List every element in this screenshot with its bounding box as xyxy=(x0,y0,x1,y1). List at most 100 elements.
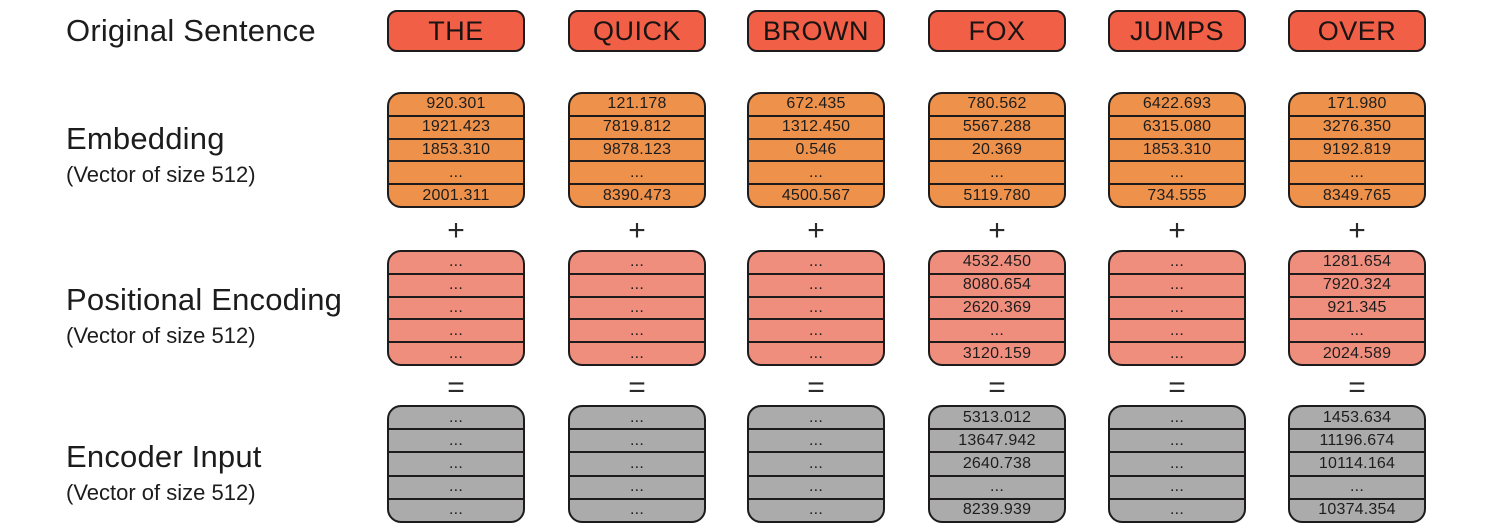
vector-cell: ... xyxy=(930,320,1064,344)
vector-cell: 6315.080 xyxy=(1110,117,1244,140)
token-column-brown: BROWN 672.435 1312.450 0.546 ... 4500.56… xyxy=(747,0,885,532)
vector-cell: ... xyxy=(1110,298,1244,321)
vector-cell: 921.345 xyxy=(1290,298,1424,321)
vector-cell: ... xyxy=(389,298,523,321)
vector-cell: 121.178 xyxy=(570,94,704,117)
vector-cell: ... xyxy=(1110,477,1244,500)
token-column-over: OVER 171.980 3276.350 9192.819 ... 8349.… xyxy=(1288,0,1426,532)
vector-cell: ... xyxy=(749,320,883,344)
vector-cell: ... xyxy=(809,501,823,519)
vector-cell: 1853.310 xyxy=(1110,140,1244,163)
vector-cell: 1281.654 xyxy=(1290,252,1424,275)
vector-cell: 171.980 xyxy=(1290,94,1424,117)
token-box: QUICK xyxy=(568,10,706,52)
vector-cell: 8080.654 xyxy=(930,275,1064,298)
vector-cell: ... xyxy=(1110,453,1244,477)
token-box: THE xyxy=(387,10,525,52)
encoder-input-vector: ... ... ... ... ... xyxy=(568,405,706,523)
equals-operator: = xyxy=(807,371,825,404)
embedding-vector: 6422.693 6315.080 1853.310 ... 734.555 xyxy=(1108,92,1246,208)
token-box: BROWN xyxy=(747,10,885,52)
vector-cell: 2001.311 xyxy=(422,186,490,204)
vector-cell: ... xyxy=(749,453,883,477)
row-label-encoder-input: Encoder Input (Vector of size 512) xyxy=(66,438,386,506)
vector-cell: ... xyxy=(749,430,883,454)
token-column-jumps: JUMPS 6422.693 6315.080 1853.310 ... 734… xyxy=(1108,0,1246,532)
vector-cell: 2024.589 xyxy=(1322,344,1392,362)
vector-cell: ... xyxy=(630,501,644,519)
encoder-input-vector: 5313.012 13647.942 2640.738 ... 8239.939 xyxy=(928,405,1066,523)
vector-cell: ... xyxy=(1110,430,1244,454)
vector-cell: 6422.693 xyxy=(1110,94,1244,117)
vector-cell: 1453.634 xyxy=(1290,407,1424,431)
equals-operator: = xyxy=(628,371,646,404)
vector-cell: 20.369 xyxy=(930,140,1064,163)
equals-operator: = xyxy=(988,371,1006,404)
vector-cell: ... xyxy=(749,298,883,321)
vector-cell: ... xyxy=(1110,162,1244,186)
vector-cell: ... xyxy=(1110,275,1244,298)
vector-cell: ... xyxy=(570,407,704,431)
vector-cell: 1853.310 xyxy=(389,140,523,163)
embedding-vector: 171.980 3276.350 9192.819 ... 8349.765 xyxy=(1288,92,1426,208)
vector-cell: ... xyxy=(570,162,704,186)
vector-cell: 9192.819 xyxy=(1290,140,1424,163)
vector-cell: 2640.738 xyxy=(930,453,1064,477)
vector-cell: ... xyxy=(1290,162,1424,186)
vector-cell: 3276.350 xyxy=(1290,117,1424,140)
vector-cell: 7920.324 xyxy=(1290,275,1424,298)
equals-operator: = xyxy=(1168,371,1186,404)
embedding-vector: 920.301 1921.423 1853.310 ... 2001.311 xyxy=(387,92,525,208)
embedding-vector: 121.178 7819.812 9878.123 ... 8390.473 xyxy=(568,92,706,208)
token-box: OVER xyxy=(1288,10,1426,52)
vector-cell: ... xyxy=(749,477,883,500)
plus-operator: + xyxy=(447,214,465,247)
vector-cell: 4500.567 xyxy=(781,186,851,204)
vector-cell: ... xyxy=(570,252,704,275)
vector-cell: ... xyxy=(389,275,523,298)
vector-cell: ... xyxy=(570,453,704,477)
plus-operator: + xyxy=(807,214,825,247)
plus-operator: + xyxy=(1168,214,1186,247)
token-column-the: THE 920.301 1921.423 1853.310 ... 2001.3… xyxy=(387,0,525,532)
vector-cell: ... xyxy=(449,344,463,362)
equals-operator: = xyxy=(447,371,465,404)
vector-cell: ... xyxy=(570,430,704,454)
positional-encoding-vector: 1281.654 7920.324 921.345 ... 2024.589 xyxy=(1288,250,1426,366)
encoder-input-vector: ... ... ... ... ... xyxy=(1108,405,1246,523)
vector-cell: ... xyxy=(930,162,1064,186)
row-label-subtitle: (Vector of size 512) xyxy=(66,322,256,348)
vector-cell: ... xyxy=(749,275,883,298)
vector-cell: ... xyxy=(389,453,523,477)
vector-cell: ... xyxy=(389,430,523,454)
vector-cell: 920.301 xyxy=(389,94,523,117)
vector-cell: ... xyxy=(749,162,883,186)
vector-cell: ... xyxy=(389,162,523,186)
vector-cell: ... xyxy=(749,407,883,431)
token-box: JUMPS xyxy=(1108,10,1246,52)
vector-cell: 10374.354 xyxy=(1318,501,1396,519)
token-box: FOX xyxy=(928,10,1066,52)
vector-cell: ... xyxy=(1110,320,1244,344)
vector-cell: 1312.450 xyxy=(749,117,883,140)
row-label-title: Embedding xyxy=(66,121,225,156)
vector-cell: 2620.369 xyxy=(930,298,1064,321)
vector-cell: 10114.164 xyxy=(1290,453,1424,477)
vector-cell: 5119.780 xyxy=(963,186,1031,204)
vector-cell: ... xyxy=(570,477,704,500)
vector-cell: ... xyxy=(570,320,704,344)
vector-cell: 11196.674 xyxy=(1290,430,1424,454)
vector-cell: 3120.159 xyxy=(962,344,1032,362)
vector-cell: ... xyxy=(630,344,644,362)
vector-cell: 9878.123 xyxy=(570,140,704,163)
vector-cell: 1921.423 xyxy=(389,117,523,140)
vector-cell: ... xyxy=(389,407,523,431)
plus-operator: + xyxy=(1348,214,1366,247)
row-label-embedding: Embedding (Vector of size 512) xyxy=(66,120,386,188)
vector-cell: ... xyxy=(389,252,523,275)
vector-cell: ... xyxy=(570,275,704,298)
positional-encoding-vector: ... ... ... ... ... xyxy=(568,250,706,366)
vector-cell: ... xyxy=(930,477,1064,500)
vector-cell: 13647.942 xyxy=(930,430,1064,454)
